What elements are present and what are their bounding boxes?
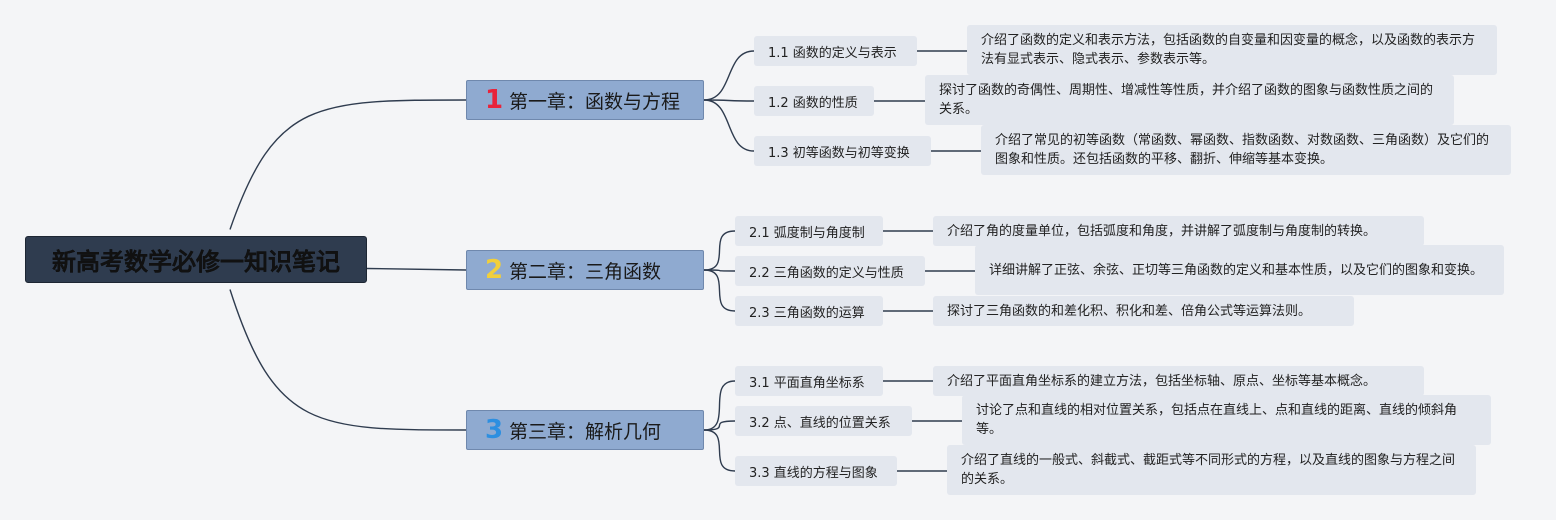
- section-label: 3.1 平面直角坐标系: [749, 375, 865, 391]
- root-to-chapter-link: [229, 289, 467, 431]
- description-text: 介绍了平面直角坐标系的建立方法，包括坐标轴、原点、坐标等基本概念。: [947, 373, 1377, 389]
- section-3-3-description[interactable]: 介绍了直线的一般式、斜截式、截距式等不同形式的方程，以及直线的图象与方程之间的关…: [947, 445, 1476, 495]
- description-text: 探讨了函数的奇偶性、周期性、增减性等性质，并介绍了函数的图象与函数性质之间的关系…: [939, 83, 1434, 117]
- section-1-3[interactable]: 1.3 初等函数与初等变换: [754, 136, 931, 166]
- chapter-to-section-link: [703, 99, 755, 102]
- chapter-number: 2: [485, 255, 504, 285]
- chapter-to-section-link: [703, 420, 736, 431]
- chapter-to-section-link: [703, 269, 736, 272]
- section-3-2-description[interactable]: 讨论了点和直线的相对位置关系，包括点在直线上、点和直线的距离、直线的倾斜角等。: [962, 395, 1491, 445]
- chapter-to-section-link: [703, 50, 755, 101]
- section-3-1[interactable]: 3.1 平面直角坐标系: [735, 366, 883, 396]
- description-text: 介绍了直线的一般式、斜截式、截距式等不同形式的方程，以及直线的图象与方程之间的关…: [961, 453, 1456, 487]
- section-1-1-description[interactable]: 介绍了函数的定义和表示方法，包括函数的自变量和因变量的概念，以及函数的表示方法有…: [967, 25, 1497, 75]
- root-topic[interactable]: 新高考数学必修一知识笔记: [25, 236, 367, 283]
- section-2-2[interactable]: 2.2 三角函数的定义与性质: [735, 256, 925, 286]
- chapter-2-topic[interactable]: 2 第二章：三角函数: [466, 250, 704, 290]
- chapter-to-section-link: [703, 429, 736, 472]
- section-3-3[interactable]: 3.3 直线的方程与图象: [735, 456, 897, 486]
- section-label: 1.3 初等函数与初等变换: [768, 145, 910, 161]
- description-text: 探讨了三角函数的和差化积、积化和差、倍角公式等运算法则。: [947, 303, 1312, 319]
- section-1-2[interactable]: 1.2 函数的性质: [754, 86, 874, 116]
- section-label: 2.3 三角函数的运算: [749, 305, 865, 321]
- chapter-number: 1: [485, 85, 504, 115]
- chapter-1-topic[interactable]: 1 第一章：函数与方程: [466, 80, 704, 120]
- chapter-title: 第三章：解析几何: [509, 420, 662, 443]
- description-text: 介绍了函数的定义和表示方法，包括函数的自变量和因变量的概念，以及函数的表示方法有…: [981, 33, 1476, 67]
- section-3-1-description[interactable]: 介绍了平面直角坐标系的建立方法，包括坐标轴、原点、坐标等基本概念。: [933, 366, 1424, 396]
- section-2-2-description[interactable]: 详细讲解了正弦、余弦、正切等三角函数的定义和基本性质，以及它们的图象和变换。: [975, 245, 1504, 295]
- chapter-3-topic[interactable]: 3 第三章：解析几何: [466, 410, 704, 450]
- section-label: 2.2 三角函数的定义与性质: [749, 265, 904, 281]
- section-2-1[interactable]: 2.1 弧度制与角度制: [735, 216, 883, 246]
- section-1-1[interactable]: 1.1 函数的定义与表示: [754, 36, 917, 66]
- chapter-title: 第一章：函数与方程: [509, 90, 681, 113]
- root-to-chapter-link: [229, 99, 467, 230]
- section-1-2-description[interactable]: 探讨了函数的奇偶性、周期性、增减性等性质，并介绍了函数的图象与函数性质之间的关系…: [925, 75, 1454, 125]
- section-label: 1.2 函数的性质: [768, 95, 858, 111]
- chapter-to-section-link: [703, 269, 736, 312]
- section-label: 3.3 直线的方程与图象: [749, 465, 878, 481]
- description-text: 讨论了点和直线的相对位置关系，包括点在直线上、点和直线的距离、直线的倾斜角等。: [976, 403, 1458, 437]
- chapter-to-section-link: [703, 230, 736, 271]
- root-to-chapter-link: [366, 267, 467, 271]
- description-text: 详细讲解了正弦、余弦、正切等三角函数的定义和基本性质，以及它们的图象和变换。: [989, 262, 1484, 278]
- section-1-3-description[interactable]: 介绍了常见的初等函数（常函数、幂函数、指数函数、对数函数、三角函数）及它们的图象…: [981, 125, 1511, 175]
- chapter-number: 3: [485, 415, 504, 445]
- section-label: 2.1 弧度制与角度制: [749, 225, 865, 241]
- chapter-title: 第二章：三角函数: [509, 260, 662, 283]
- chapter-to-section-link: [703, 99, 755, 152]
- section-2-3[interactable]: 2.3 三角函数的运算: [735, 296, 883, 326]
- section-2-3-description[interactable]: 探讨了三角函数的和差化积、积化和差、倍角公式等运算法则。: [933, 296, 1354, 326]
- description-text: 介绍了角的度量单位，包括弧度和角度，并讲解了弧度制与角度制的转换。: [947, 223, 1377, 239]
- section-label: 3.2 点、直线的位置关系: [749, 415, 891, 431]
- section-2-1-description[interactable]: 介绍了角的度量单位，包括弧度和角度，并讲解了弧度制与角度制的转换。: [933, 216, 1424, 246]
- section-label: 1.1 函数的定义与表示: [768, 45, 897, 61]
- root-topic-label: 新高考数学必修一知识笔记: [52, 248, 340, 276]
- chapter-to-section-link: [703, 380, 736, 431]
- section-3-2[interactable]: 3.2 点、直线的位置关系: [735, 406, 912, 436]
- description-text: 介绍了常见的初等函数（常函数、幂函数、指数函数、对数函数、三角函数）及它们的图象…: [995, 133, 1490, 167]
